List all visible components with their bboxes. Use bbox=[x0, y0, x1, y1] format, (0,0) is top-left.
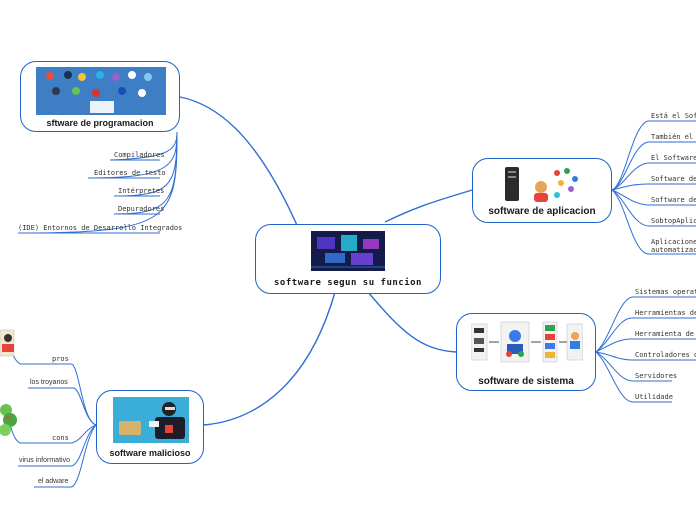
sistema-node[interactable]: software de sistema bbox=[456, 313, 596, 391]
leaf-aplicacion-4[interactable]: Software de I bbox=[651, 175, 696, 183]
leaf-aplicacion-2[interactable]: También el S bbox=[651, 133, 696, 141]
aplicacion-node[interactable]: software de aplicacion bbox=[472, 158, 612, 223]
branch-aplicacion bbox=[384, 189, 473, 223]
central-title: software segun su funcion bbox=[274, 278, 422, 288]
sistema-title: software de sistema bbox=[478, 376, 574, 387]
programming-icons-picture bbox=[36, 67, 166, 115]
system-picture bbox=[471, 321, 583, 363]
leaf-cons[interactable]: cons bbox=[52, 434, 69, 442]
central-node[interactable]: software segun su funcion bbox=[255, 224, 441, 294]
leaf-interpretes[interactable]: Intérpretes bbox=[118, 187, 165, 195]
leaf-sistema-1[interactable]: Sistemas operativ bbox=[635, 288, 696, 296]
leaf-aplicacion-7a[interactable]: Aplicaciones bbox=[651, 238, 696, 246]
leaf-aplicacion-7b[interactable]: automatizació bbox=[651, 246, 696, 254]
malicioso-title: software malicioso bbox=[109, 448, 191, 458]
leaf-adware[interactable]: el adware bbox=[38, 478, 69, 485]
leaf-depuradores[interactable]: Depuradores bbox=[118, 205, 165, 213]
leaf-sistema-4[interactable]: Controladores de bbox=[635, 351, 696, 359]
leaf-aplicacion-3[interactable]: El Software d bbox=[651, 154, 696, 162]
leaf-virus[interactable]: virus informativo bbox=[19, 457, 70, 464]
malware-picture bbox=[113, 397, 189, 443]
malicioso-node[interactable]: software malicioso bbox=[96, 390, 204, 464]
central-picture bbox=[311, 231, 385, 271]
leaf-sistema-6[interactable]: Utilidade bbox=[635, 393, 673, 401]
leaf-aplicacion-6[interactable]: SobtopAplica bbox=[651, 217, 696, 225]
leaf-editores[interactable]: Editores de testo bbox=[94, 169, 166, 177]
branch-malicioso bbox=[203, 291, 336, 426]
leaf-pros[interactable]: pros bbox=[52, 355, 69, 363]
leaf-ide[interactable]: (IDE) Entornos de Desarrollo Integrados bbox=[18, 224, 183, 232]
link-prog-5 bbox=[17, 131, 178, 234]
leaf-aplicacion-1[interactable]: Está el Softw bbox=[651, 112, 696, 120]
branch-programacion bbox=[179, 96, 301, 233]
application-picture bbox=[505, 167, 578, 202]
leaf-sistema-2[interactable]: Herramientas de d bbox=[635, 309, 696, 317]
branch-sistema bbox=[367, 291, 457, 353]
pros-picture bbox=[0, 329, 15, 357]
aplicacion-title: software de aplicacion bbox=[488, 206, 596, 217]
leaf-compiladores[interactable]: Compiladores bbox=[114, 151, 165, 159]
leaf-troyanos[interactable]: los troyanos bbox=[30, 379, 68, 386]
leaf-aplicacion-5[interactable]: Software de C bbox=[651, 196, 696, 204]
programacion-title: sftware de programacion bbox=[46, 118, 154, 128]
programacion-node[interactable]: sftware de programacion bbox=[20, 61, 180, 132]
leaf-sistema-3[interactable]: Herramienta de Op bbox=[635, 330, 696, 338]
cons-picture bbox=[0, 404, 17, 436]
leaf-sistema-5[interactable]: Servidores bbox=[635, 372, 678, 380]
